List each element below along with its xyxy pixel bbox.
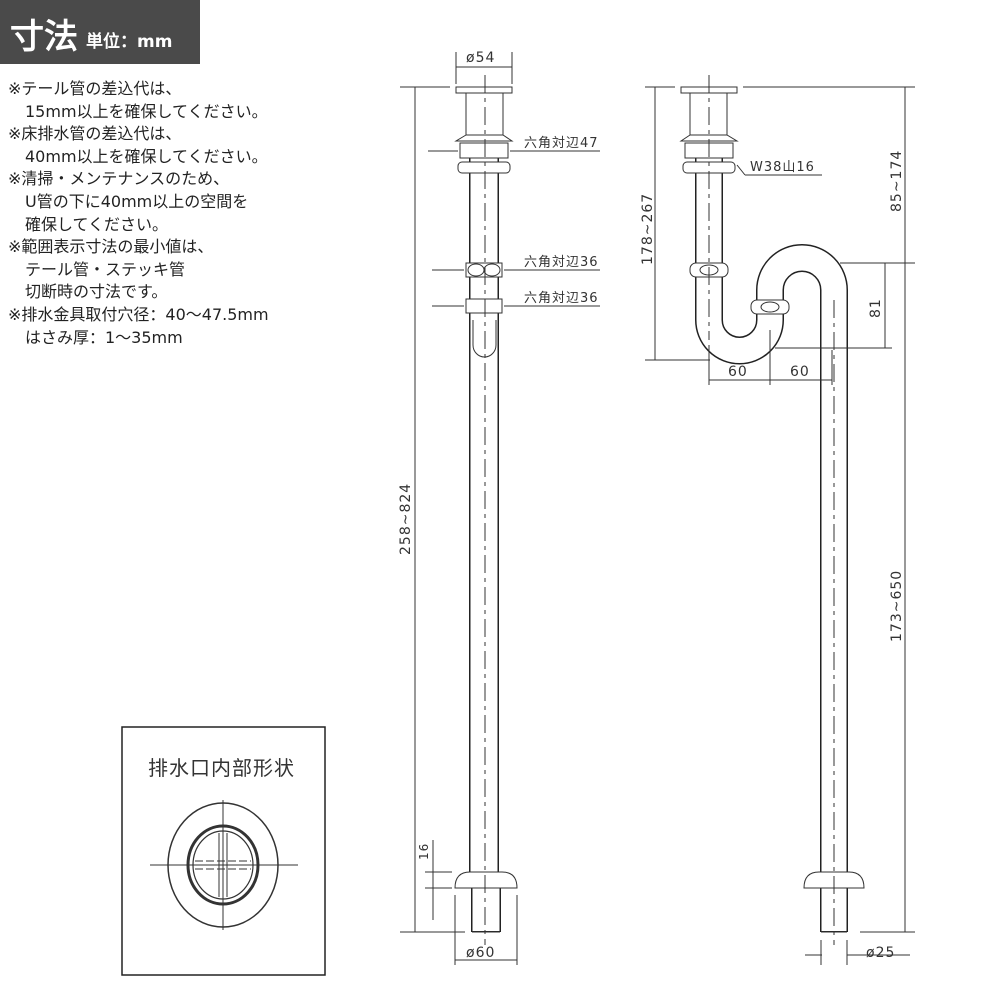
label-hex-36-upper: 六角対辺36 [524, 255, 599, 270]
label-thread: W38山16 [750, 160, 815, 175]
dim-bottom-diameter-left: ø60 [466, 945, 495, 961]
dim-offset-2: 60 [790, 364, 810, 380]
section-title: 寸法 [10, 17, 78, 57]
left-tail-pipe [454, 75, 518, 945]
right-dimensions [645, 86, 915, 965]
note-line: 40mm以上を確保してください。 [25, 146, 268, 166]
note-line: ※テール管の差込代は、 [8, 79, 182, 98]
note-line: 切断時の寸法です。 [25, 282, 168, 302]
inset-box [121, 726, 326, 976]
dim-top-diameter: ø54 [466, 50, 495, 66]
notes-list: ※テール管の差込代は、 15mm以上を確保してください。 ※床排水管の差込代は、… [8, 78, 269, 349]
note-line: テール管・ステッキ管 [25, 259, 186, 279]
note-line: ※床排水管の差込代は、 [8, 124, 182, 144]
note-line: ※範囲表示寸法の最小値は、 [8, 237, 214, 257]
note-line: ※排水金具取付穴径：40〜47.5mm [8, 304, 269, 324]
dim-seal-depth: 81 [868, 298, 884, 318]
unit-label: 単位：mm [86, 32, 173, 52]
note-line: U管の下に40mm以上の空間を [25, 191, 249, 211]
label-hex-36-lower: 六角対辺36 [524, 291, 599, 306]
label-hex-47: 六角対辺47 [524, 136, 599, 151]
note-line: 15mm以上を確保してください。 [25, 101, 268, 121]
dim-trap-depth: 178~267 [640, 193, 656, 265]
left-dimensions [400, 52, 600, 965]
dim-lower-height: 173~650 [889, 570, 905, 642]
inset-title: 排水口内部形状 [148, 756, 295, 780]
section-header: 寸法 単位：mm [0, 0, 200, 64]
note-line: はさみ厚：1〜35mm [25, 327, 183, 347]
note-line: 確保してください。 [25, 214, 169, 234]
dim-total-height: 258~824 [398, 483, 414, 555]
dim-flange-height: 16 [417, 843, 431, 860]
drain-outlet-shape [150, 800, 298, 930]
right-s-trap-pipe [679, 75, 865, 945]
dim-bottom-diameter-right: ø25 [866, 945, 895, 961]
note-line: ※清掃・メンテナンスのため、 [8, 169, 230, 189]
dim-offset-1: 60 [728, 364, 748, 380]
dim-upper-height: 85~174 [889, 150, 905, 212]
